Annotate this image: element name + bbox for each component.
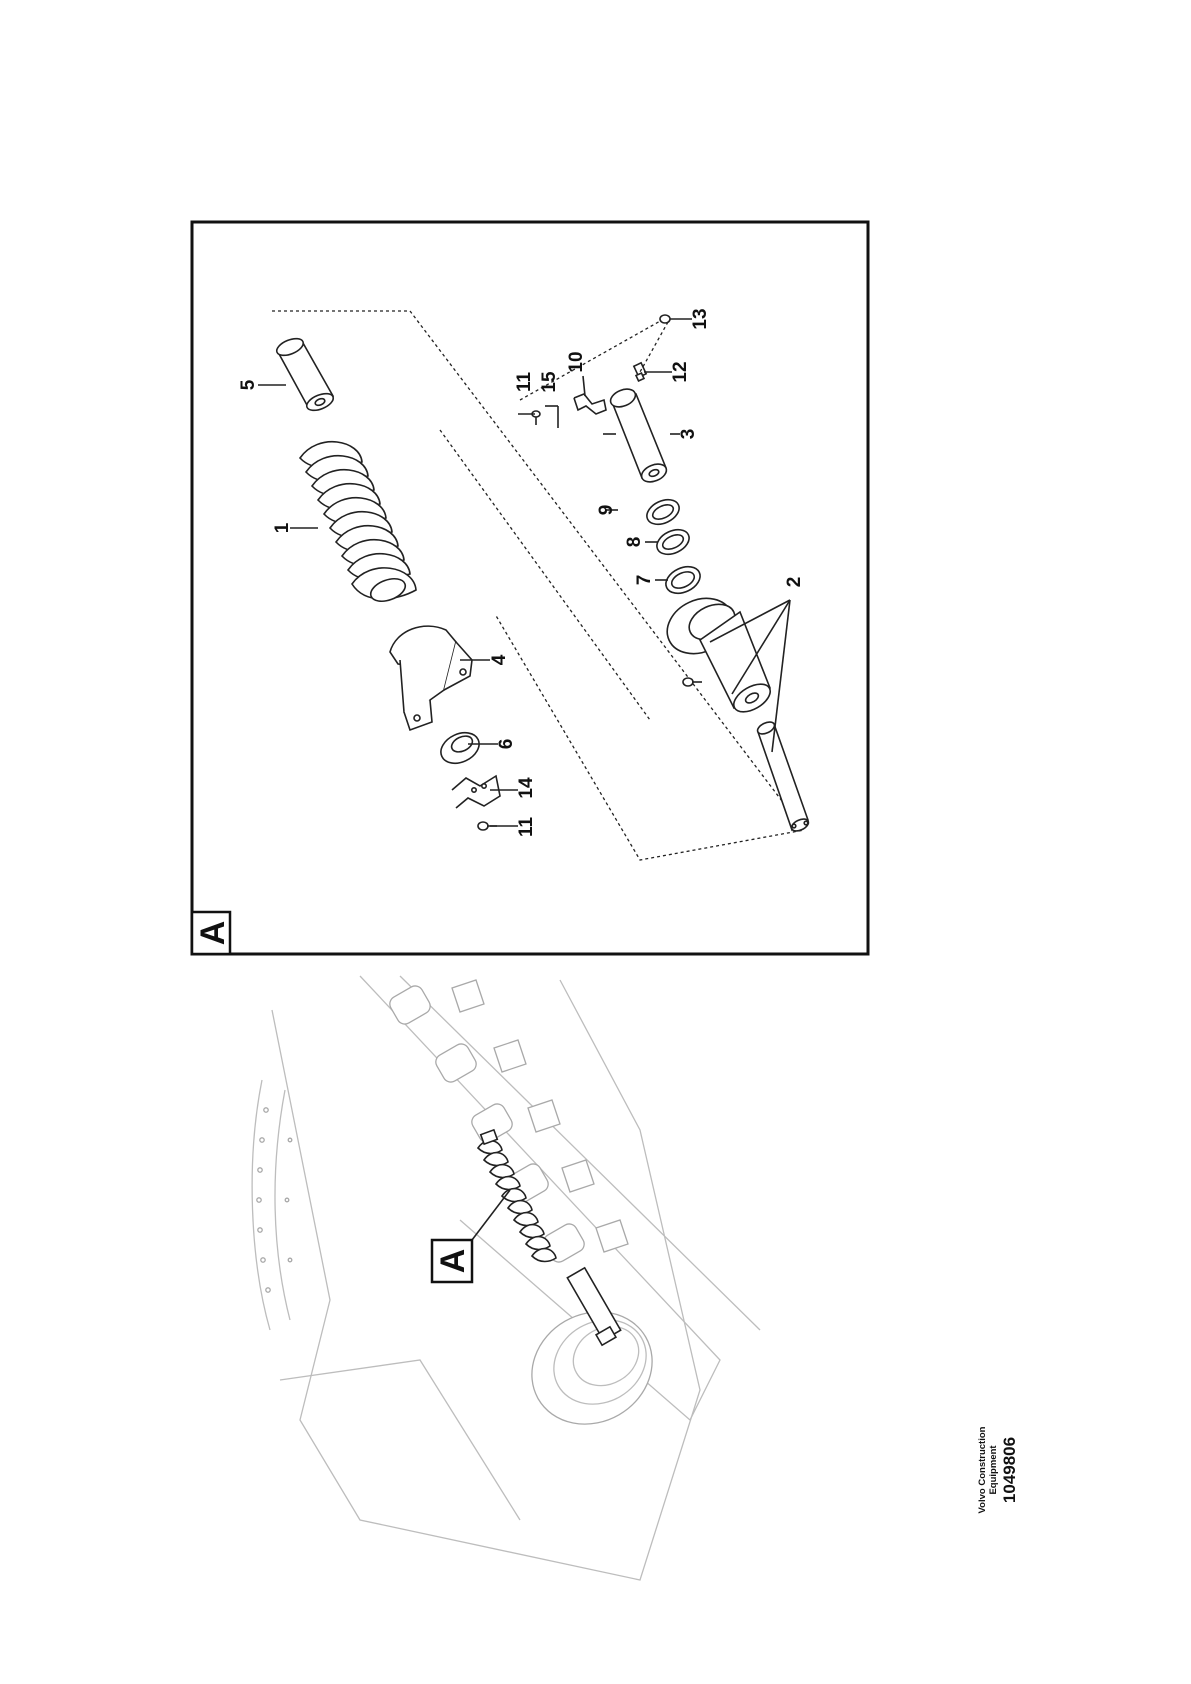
idler-wheel [531, 1266, 653, 1425]
detail-frame: A [190, 220, 870, 956]
part-5-tube [275, 337, 335, 412]
part-11-bolt-upper [531, 410, 541, 425]
label-9: 9 [596, 505, 617, 516]
part-1-spring [298, 441, 417, 603]
part-10-plate [573, 393, 607, 415]
part-6-nut [440, 731, 480, 765]
track-rollers [389, 979, 629, 1263]
label-14: 14 [516, 777, 537, 799]
label-7: 7 [634, 575, 655, 586]
brand-line-1: Volvo Construction [977, 1426, 988, 1513]
part-14-clip [451, 774, 501, 809]
label-10: 10 [566, 351, 587, 372]
drawing-number: 1049806 [1000, 1437, 1019, 1503]
part-12-fitting [632, 361, 648, 383]
part-2-shaft-flange [666, 597, 810, 832]
label-11-lower: 11 [516, 817, 537, 838]
part-7-ring [665, 565, 701, 595]
part-4-bracket [389, 625, 473, 732]
brand-block: Volvo Construction Equipment 1049806 [977, 1426, 1019, 1513]
brand-line-2: Equipment [988, 1445, 999, 1495]
part-13-cap [659, 314, 671, 324]
label-15: 15 [539, 371, 560, 393]
label-11-upper: 11 [514, 372, 535, 393]
part-9-ring [646, 498, 680, 526]
label-2: 2 [784, 577, 805, 588]
part-labels: 5 1 4 6 14 11 11 15 10 9 8 7 3 12 13 2 [238, 308, 805, 837]
label-1: 1 [272, 522, 293, 533]
callout-label: A [434, 1249, 472, 1274]
leader-lines [258, 318, 791, 827]
label-13: 13 [690, 308, 711, 329]
label-8: 8 [624, 537, 645, 548]
undercarriage-overview: A [251, 975, 761, 1581]
label-4: 4 [489, 654, 510, 665]
assembly-outline [272, 310, 806, 861]
label-12: 12 [670, 361, 691, 382]
part-8-ring [656, 528, 690, 556]
label-3: 3 [678, 429, 699, 440]
label-5: 5 [238, 379, 259, 390]
rim-bolts [256, 1107, 293, 1293]
part-2-small-bolt [682, 677, 702, 687]
part-3-cylinder [609, 388, 668, 483]
detail-label: A [194, 921, 232, 946]
label-6: 6 [496, 739, 517, 750]
spring-in-place [476, 1128, 557, 1263]
part-11-bolt-lower [477, 821, 497, 831]
